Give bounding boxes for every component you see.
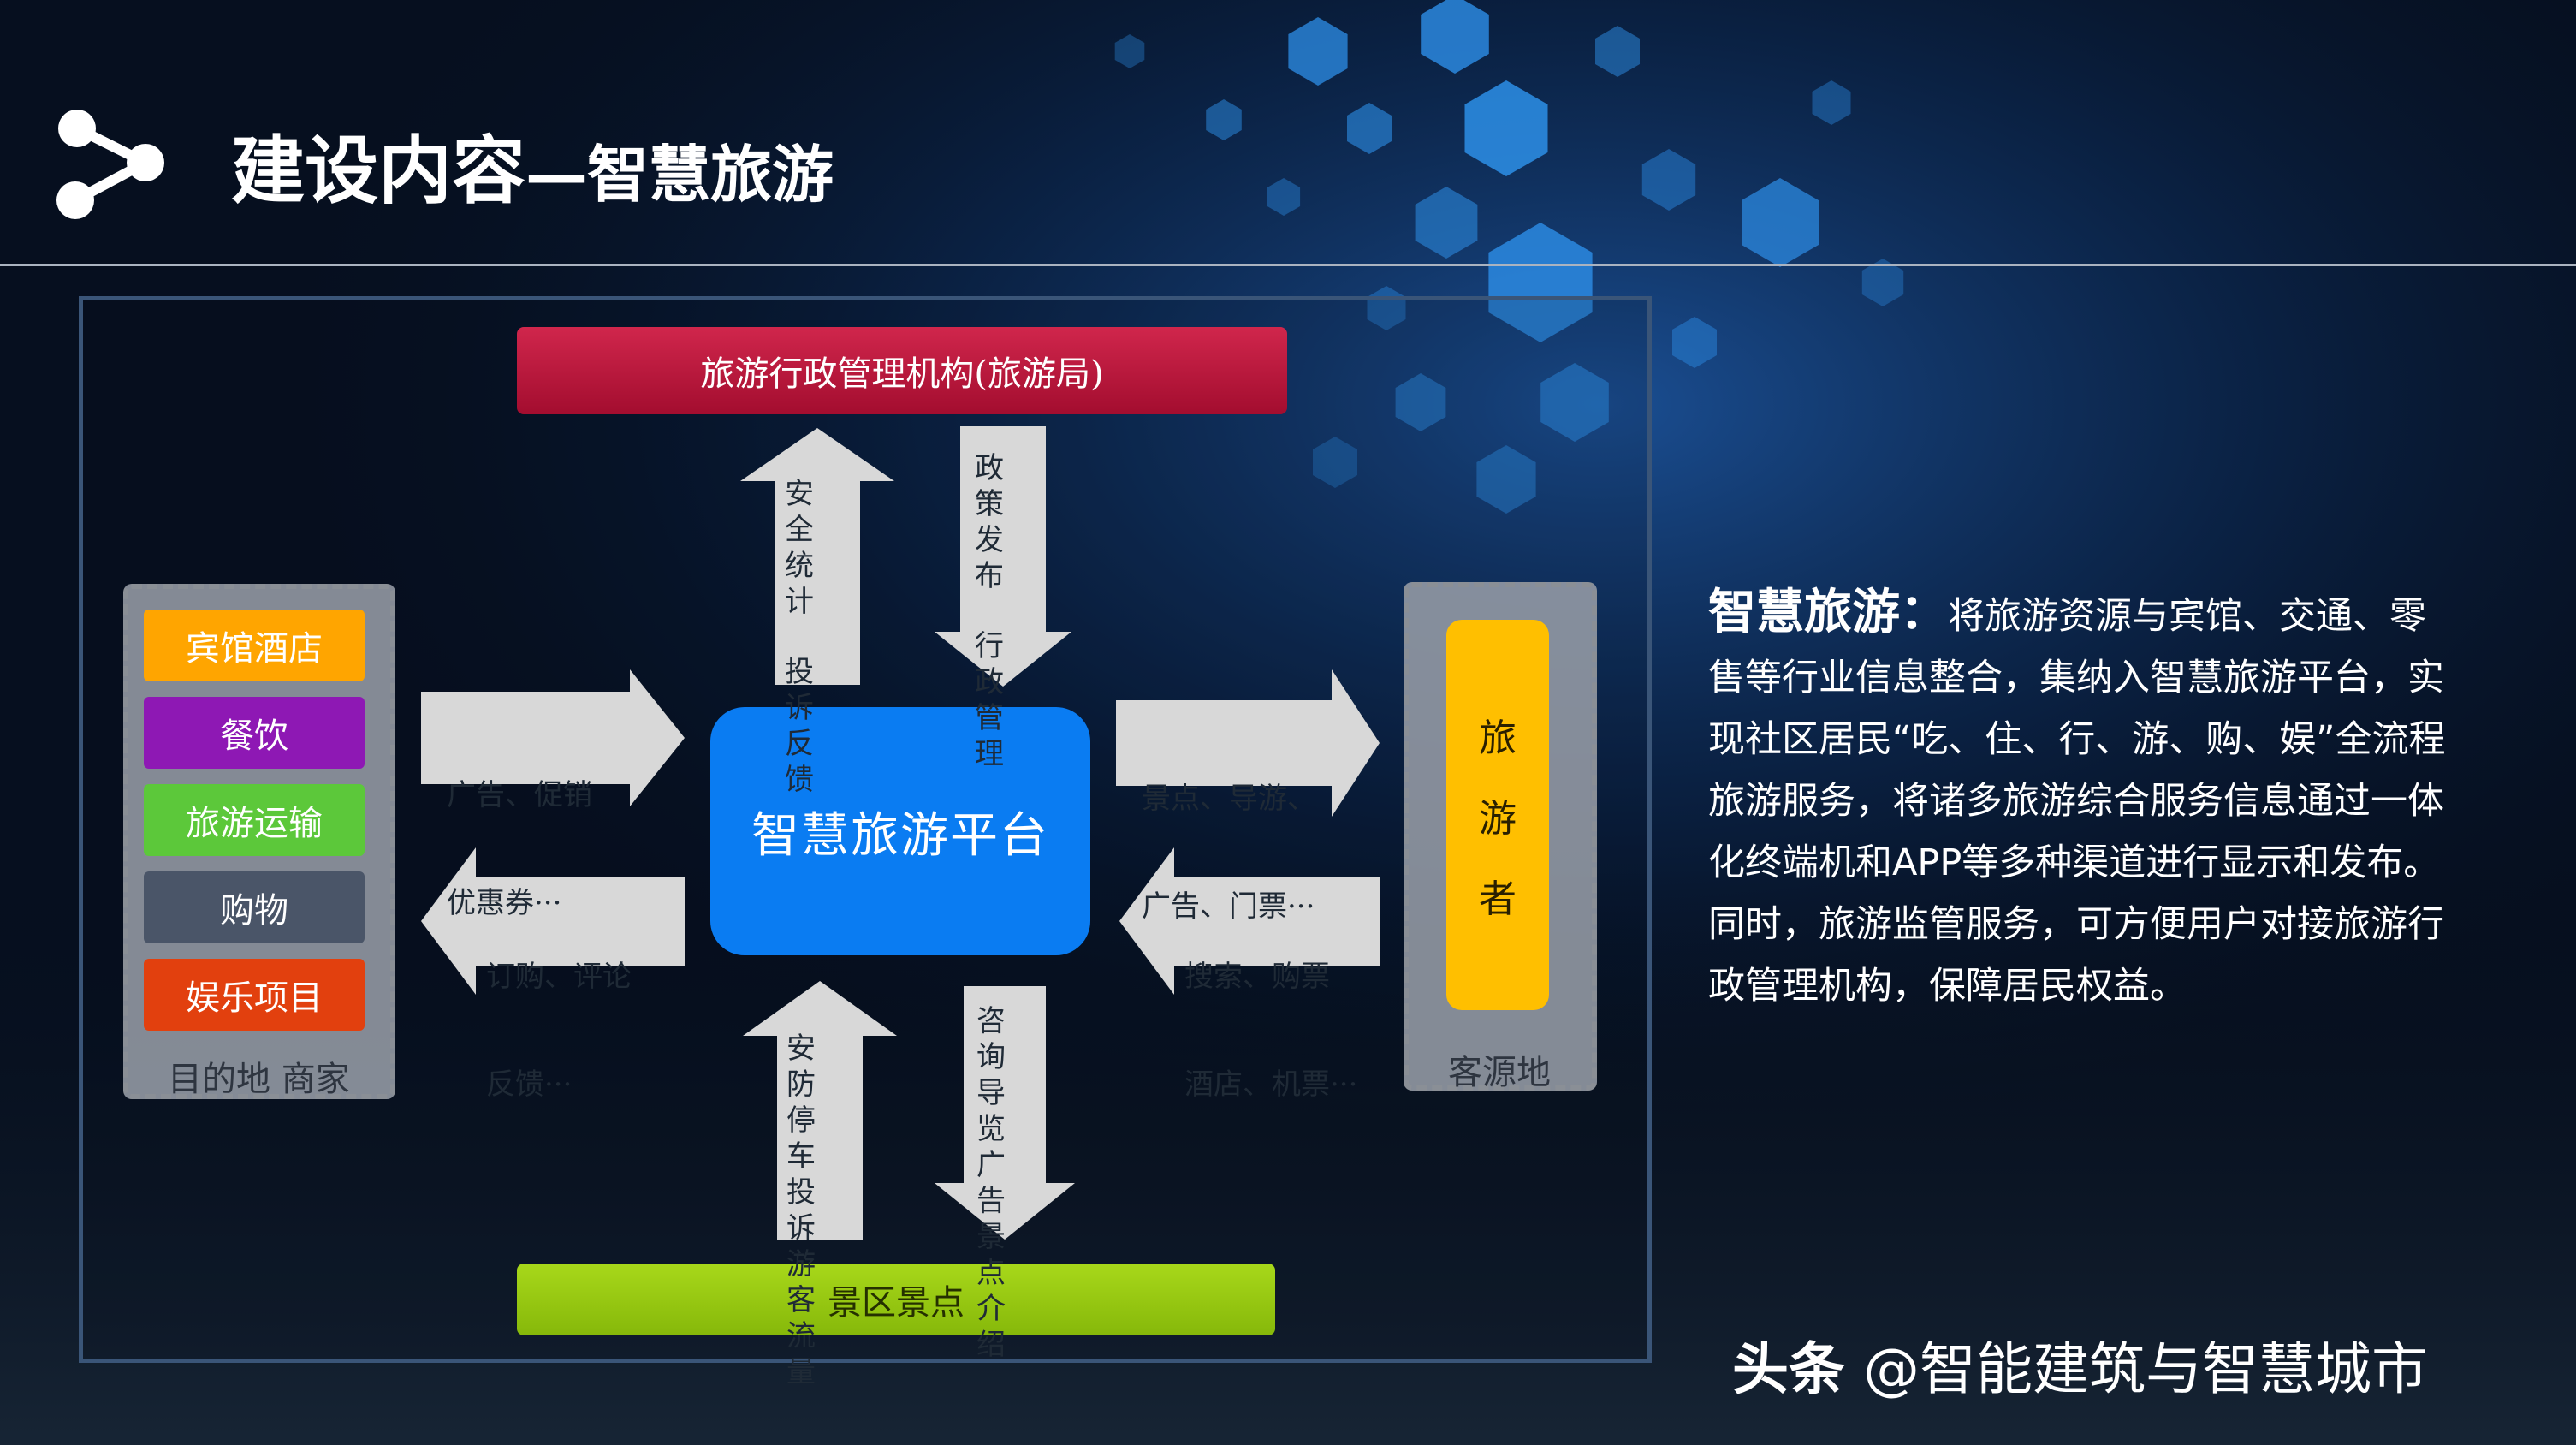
label-line: 广告、促销 xyxy=(447,777,592,813)
description-text: 智慧旅游：将旅游资源与宾馆、交通、零售等行业信息整合，集纳入智慧旅游平台，实现社… xyxy=(1708,582,2461,1017)
label-line: 景点、导游、 xyxy=(1142,781,1316,817)
label-line: 安防 xyxy=(782,1031,820,1103)
label-line: 发布 xyxy=(970,522,1008,594)
label-line: 游客 xyxy=(782,1246,820,1318)
label-line: 广告 xyxy=(972,1147,1010,1219)
arrow-label-left-right: 搜索、购票 酒店、机票··· xyxy=(1184,887,1357,1139)
label-line: 管理 xyxy=(970,700,1008,772)
label-gap xyxy=(970,594,1008,628)
description-term: 智慧旅游： xyxy=(1708,585,1948,640)
arrow-label-down-top: 政策 发布 行政 管理 xyxy=(970,450,1008,772)
tourist-box: 旅 游 者 xyxy=(1446,620,1549,1010)
tourist-char: 者 xyxy=(1479,868,1517,923)
label-line: 搜索、购票 xyxy=(1184,959,1357,995)
merchant-item: 购物 xyxy=(144,871,365,943)
label-line: 安全 xyxy=(781,476,818,548)
label-line: 景点 xyxy=(972,1219,1010,1291)
label-line: 反馈 xyxy=(781,726,818,798)
watermark: 头条 @智能建筑与智慧城市 xyxy=(1732,1323,2428,1406)
watermark-account: @智能建筑与智慧城市 xyxy=(1845,1336,2428,1402)
merchant-item: 旅游运输 xyxy=(144,784,365,856)
arrow-label-up-top: 安全 统计 投诉 反馈 xyxy=(781,476,818,798)
source-label: 客源地 xyxy=(1448,1044,1551,1094)
merchant-item: 娱乐项目 xyxy=(144,959,365,1031)
label-line: 酒店、机票··· xyxy=(1184,1067,1357,1103)
platform-box: 智慧旅游平台 xyxy=(710,707,1090,955)
arrow-label-up-bottom: 安防 停车 投诉 游客 流量 xyxy=(782,1031,820,1390)
label-line: 停车 xyxy=(782,1103,820,1174)
label-line: 政策 xyxy=(970,450,1008,522)
label-line: 咨询 xyxy=(972,1003,1010,1075)
label-line: 投诉 xyxy=(782,1174,820,1246)
label-line: 投诉 xyxy=(781,654,818,726)
tourism-admin-box: 旅游行政管理机构(旅游局) xyxy=(517,327,1287,414)
tourist-char: 旅 xyxy=(1479,707,1517,762)
merchant-item: 宾馆酒店 xyxy=(144,610,365,681)
watermark-brand: 头条 xyxy=(1732,1336,1845,1402)
label-line: 流量 xyxy=(782,1318,820,1390)
label-gap xyxy=(781,620,818,654)
label-line: 订购、评论 xyxy=(486,959,632,995)
tourist-char: 游 xyxy=(1479,788,1517,842)
arrow-label-down-bottom: 咨询 导览 广告 景点 介绍 xyxy=(972,1003,1010,1363)
arrow-up-bottom xyxy=(743,981,897,1240)
label-line: 导览 xyxy=(972,1075,1010,1147)
label-line: 统计 xyxy=(781,548,818,620)
merchants-label: 目的地 商家 xyxy=(168,1051,350,1101)
scenic-spots-box: 景区景点 xyxy=(517,1264,1275,1335)
description-body: 将旅游资源与宾馆、交通、零售等行业信息整合，集纳入智慧旅游平台，实现社区居民“吃… xyxy=(1708,595,2446,1008)
label-line: 行政 xyxy=(970,628,1008,700)
label-line: 反馈··· xyxy=(486,1067,632,1103)
merchant-item: 餐饮 xyxy=(144,697,365,769)
label-line: 介绍 xyxy=(972,1291,1010,1363)
arrow-label-left-left: 订购、评论 反馈··· xyxy=(486,887,632,1139)
